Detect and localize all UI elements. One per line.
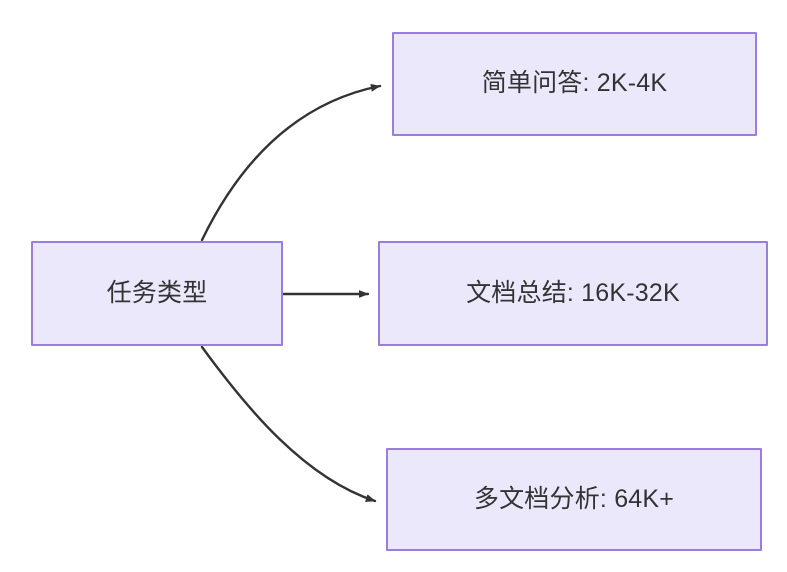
node-label: 文档总结: 16K-32K bbox=[466, 278, 680, 307]
node-simple-qa[interactable]: 简单问答: 2K-4K bbox=[392, 32, 757, 136]
node-doc-summary[interactable]: 文档总结: 16K-32K bbox=[378, 241, 768, 346]
edge-source-to-simple-qa bbox=[200, 83, 382, 242]
node-label: 简单问答: 2K-4K bbox=[481, 69, 668, 98]
node-multi-doc[interactable]: 多文档分析: 64K+ bbox=[386, 448, 762, 551]
edge-source-to-multi-doc bbox=[200, 345, 377, 503]
node-label: 任务类型 bbox=[106, 278, 208, 307]
node-task-type[interactable]: 任务类型 bbox=[31, 241, 283, 346]
node-label: 多文档分析: 64K+ bbox=[473, 484, 675, 513]
